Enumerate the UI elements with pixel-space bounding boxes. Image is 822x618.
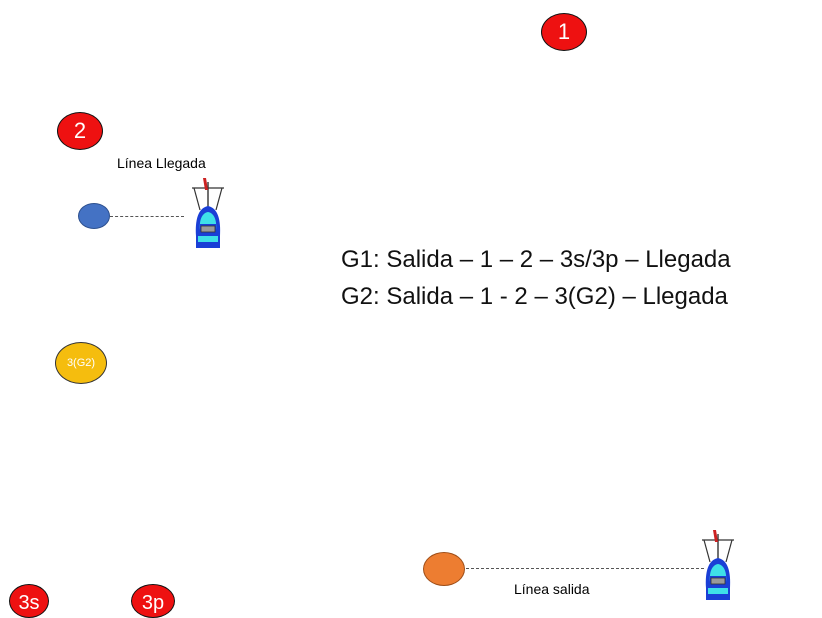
start-pin-buoy xyxy=(423,552,465,586)
route-g1: G1: Salida – 1 – 2 – 3s/3p – Llegada xyxy=(341,246,731,273)
finish-pin-buoy xyxy=(78,203,110,229)
mark-3p-label: 3p xyxy=(141,591,165,614)
mark-3p: 3p xyxy=(131,584,175,618)
mark-2: 2 xyxy=(57,112,103,150)
mark-3s-label: 3s xyxy=(18,591,40,614)
committee-boat-icon xyxy=(702,530,734,600)
mark-1: 1 xyxy=(541,13,587,51)
start-line-label: Línea salida xyxy=(514,581,590,597)
mark-3-g2-label: 3(G2) xyxy=(66,357,96,369)
mark-3-g2: 3(G2) xyxy=(55,342,107,384)
mark-3s: 3s xyxy=(9,584,49,618)
mark-2-label: 2 xyxy=(73,118,87,143)
finish-line-dashes xyxy=(110,216,184,217)
finish-line-label: Línea Llegada xyxy=(117,155,206,171)
route-g2: G2: Salida – 1 - 2 – 3(G2) – Llegada xyxy=(341,283,728,310)
mark-1-label: 1 xyxy=(557,19,571,44)
committee-boat-icon xyxy=(192,178,224,248)
start-line-dashes xyxy=(466,568,704,569)
